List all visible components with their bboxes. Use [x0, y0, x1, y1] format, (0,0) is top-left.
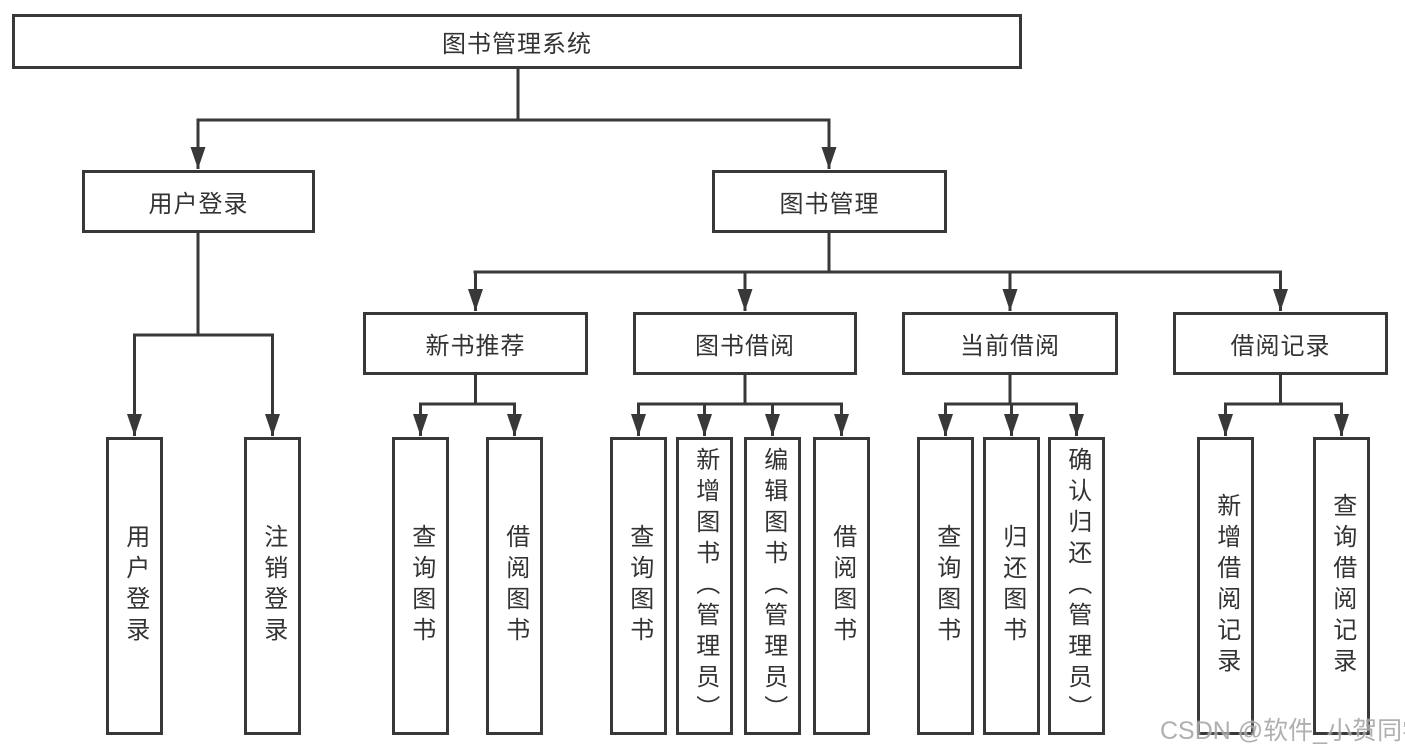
leaf-recommend-borrow-books-label: 借阅图书 — [501, 524, 529, 648]
leaf-logout-label: 注销登录 — [259, 524, 287, 648]
leaf-add-books-admin-label: 新增图书（管理员） — [691, 446, 719, 726]
leaf-recommend-query-books-label: 查询图书 — [407, 524, 435, 648]
leaf-logout: 注销登录 — [244, 437, 301, 735]
leaf-current-query-books: 查询图书 — [917, 437, 974, 735]
csdn-watermark: CSDN @软件_小贺同学 — [1160, 717, 1405, 745]
leaf-borrow-books: 借阅图书 — [813, 437, 870, 735]
leaf-recommend-query-books: 查询图书 — [392, 437, 449, 735]
node-new-book-recommend-label: 新书推荐 — [425, 333, 526, 360]
leaf-borrowing-query-books-label: 查询图书 — [625, 524, 653, 648]
node-borrowing-records-label: 借阅记录 — [1230, 333, 1331, 360]
leaf-borrow-books-label: 借阅图书 — [828, 524, 856, 648]
node-user-login: 用户登录 — [82, 170, 315, 233]
leaf-query-borrow-record: 查询借阅记录 — [1313, 437, 1370, 735]
node-borrowing-records: 借阅记录 — [1173, 312, 1388, 375]
node-current-borrowing: 当前借阅 — [902, 312, 1118, 375]
leaf-add-books-admin: 新增图书（管理员） — [676, 437, 733, 735]
leaf-edit-books-admin-label: 编辑图书（管理员） — [759, 446, 787, 726]
leaf-confirm-return-admin-label: 确认归还（管理员） — [1063, 446, 1091, 726]
node-user-login-label: 用户登录 — [148, 191, 249, 218]
node-book-management-label: 图书管理 — [779, 191, 880, 218]
leaf-confirm-return-admin: 确认归还（管理员） — [1048, 437, 1105, 735]
leaf-user-login-label: 用户登录 — [121, 524, 149, 648]
node-book-management: 图书管理 — [712, 170, 947, 233]
leaf-query-borrow-record-label: 查询借阅记录 — [1328, 493, 1356, 679]
node-library-system: 图书管理系统 — [12, 14, 1022, 69]
node-library-system-label: 图书管理系统 — [442, 31, 592, 58]
node-current-borrowing-label: 当前借阅 — [960, 333, 1060, 360]
leaf-return-books-label: 归还图书 — [998, 524, 1026, 648]
leaf-borrowing-query-books: 查询图书 — [610, 437, 667, 735]
node-new-book-recommend: 新书推荐 — [363, 312, 588, 375]
leaf-return-books: 归还图书 — [983, 437, 1040, 735]
leaf-add-borrow-record-label: 新增借阅记录 — [1212, 493, 1240, 679]
node-book-borrowing: 图书借阅 — [633, 312, 857, 375]
leaf-user-login: 用户登录 — [106, 437, 163, 735]
leaf-edit-books-admin: 编辑图书（管理员） — [744, 437, 801, 735]
leaf-current-query-books-label: 查询图书 — [932, 524, 960, 648]
node-book-borrowing-label: 图书借阅 — [695, 333, 795, 360]
leaf-add-borrow-record: 新增借阅记录 — [1197, 437, 1254, 735]
leaf-recommend-borrow-books: 借阅图书 — [486, 437, 543, 735]
